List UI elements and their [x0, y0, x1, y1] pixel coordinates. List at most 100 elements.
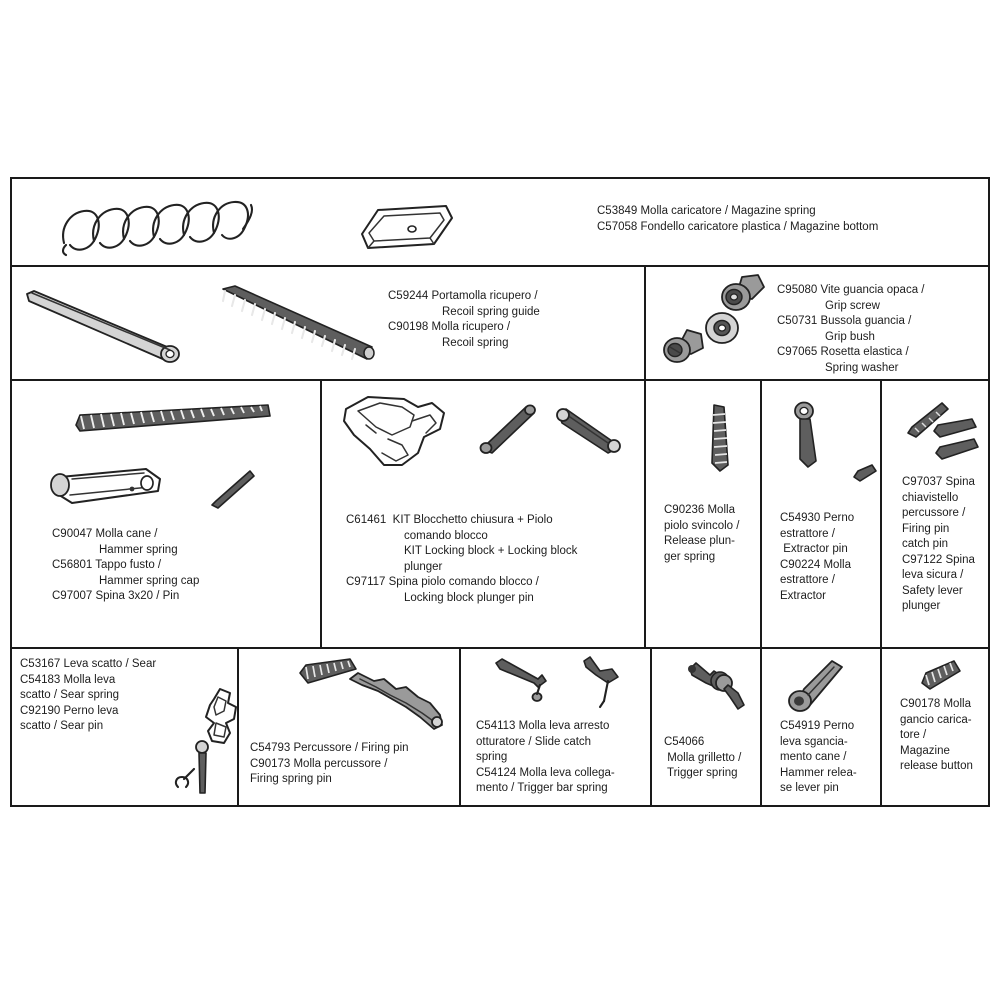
trigger-bar-spring — [583, 656, 619, 709]
table-vline-row4-c — [650, 647, 652, 805]
row3-firingcatch-caption-line-7: leva sicura / — [902, 569, 964, 581]
row4-hammerrelease-caption-line-5: se lever pin — [780, 782, 839, 794]
hammer-spring — [75, 404, 271, 432]
row3-block-caption-line-5: C97117 Spina piolo comando blocco / — [346, 576, 539, 588]
locking-block-plunger-pin — [556, 408, 621, 454]
magazine-spring-coil — [61, 200, 254, 257]
table-vline-row3-d — [880, 379, 882, 647]
extractor-pin — [794, 401, 817, 468]
row2-right-caption-line-4: Grip bush — [825, 330, 875, 343]
row4-firingpin-caption-line-2: C90173 Molla percussore / — [250, 757, 388, 770]
row4-magrelease-caption: C90178 Molla gancio carica- tore / Magaz… — [900, 697, 973, 775]
row4-firingpin-caption-line-1: C54793 Percussore / Firing pin — [250, 742, 409, 754]
row3-extractor-caption-line-3: Extractor pin — [780, 543, 848, 555]
grip-bush — [721, 274, 765, 311]
table-vline-row2-a — [644, 265, 646, 379]
row2-left-caption: C59244 Portamolla ricupero / Recoil spri… — [388, 289, 540, 351]
firing-pin-catch-pin — [907, 402, 949, 438]
row3-hammer-caption-line-3: C56801 Tappo fusto / — [52, 559, 162, 571]
release-plunger-spring — [711, 404, 729, 472]
row3-block-caption: C61461 KIT Blocchetto chiusura + Piolo c… — [346, 513, 577, 606]
row2-left-caption-line-1: C59244 Portamolla ricupero / — [388, 290, 538, 302]
trigger-spring — [688, 662, 745, 710]
row2-left-caption-line-2: Recoil spring guide — [442, 305, 540, 318]
table-vline-row3-a — [320, 379, 322, 647]
row4-trigger-caption-line-1: C54066 — [664, 736, 705, 748]
locking-block-plunger — [479, 404, 536, 454]
row2-left-caption-line-4: Recoil spring — [442, 336, 509, 349]
magazine-bottom-plate — [361, 205, 453, 249]
row4-hammerrelease-caption: C54919 Perno leva sgancia- mento cane / … — [780, 719, 857, 797]
row4-hammerrelease-caption-line-2: leva sgancia- — [780, 735, 848, 748]
row4-slidecatch-caption-line-1: C54113 Molla leva arresto — [476, 720, 610, 732]
row3-hammer-caption-line-1: C90047 Molla cane / — [52, 528, 158, 540]
table-vline-row4-a — [237, 647, 239, 805]
locking-block — [343, 396, 445, 466]
row4-slidecatch-caption-line-5: mento / Trigger bar spring — [476, 782, 608, 794]
row3-firingcatch-caption-line-5: catch pin — [902, 538, 949, 550]
row2-right-caption-line-3: C50731 Bussola guancia / — [777, 315, 912, 327]
row3-release-caption: C90236 Molla piolo svincolo / Release pl… — [664, 503, 739, 565]
row4-slidecatch-caption-line-3: spring — [476, 751, 508, 763]
row4-sear-caption-line-2: C54183 Molla leva — [20, 673, 116, 686]
row3-block-caption-line-3: KIT Locking block + Locking block — [404, 545, 578, 557]
firing-pin-spring — [299, 658, 357, 684]
row4-sear-caption: C53167 Leva scatto / Sear C54183 Molla l… — [20, 657, 156, 735]
recoil-spring-guide-rod — [26, 290, 180, 363]
table-vline-row4-b — [459, 647, 461, 805]
row2-right-caption-line-2: Grip screw — [825, 299, 880, 312]
row1-caption-line-1: C53849 Molla caricatore / Magazine sprin… — [597, 205, 816, 217]
slide-catch-spring — [495, 658, 547, 702]
row4-slidecatch-caption: C54113 Molla leva arresto otturatore / S… — [476, 719, 615, 797]
row3-hammer-caption: C90047 Molla cane / Hammer spring C56801… — [52, 527, 199, 605]
row3-release-caption-line-4: ger spring — [664, 550, 716, 563]
grip-screw — [663, 329, 704, 363]
row3-extractor-caption-line-2: estrattore / — [780, 527, 835, 540]
row4-magrelease-caption-line-3: tore / — [900, 729, 927, 741]
table-vline-row4-d — [760, 647, 762, 805]
row4-trigger-caption-line-3: Trigger spring — [664, 767, 738, 779]
firing-pin — [349, 672, 443, 730]
row3-extractor-caption-line-6: Extractor — [780, 589, 827, 602]
row2-right-caption-line-5: C97065 Rosetta elastica / — [777, 346, 909, 358]
row4-sear-caption-line-4: C92190 Perno leva — [20, 704, 119, 717]
row2-left-caption-line-3: C90198 Molla ricupero / — [388, 321, 511, 333]
row3-release-caption-line-2: piolo svincolo / — [664, 519, 740, 532]
row3-extractor-caption: C54930 Perno estrattore / Extractor pin … — [780, 511, 854, 604]
row4-magrelease-caption-line-4: Magazine — [900, 744, 950, 757]
row3-extractor-caption-line-4: C90224 Molla — [780, 558, 851, 571]
row4-trigger-caption-line-2: Molla grilletto / — [664, 751, 742, 764]
table-vline-row3-b — [644, 379, 646, 647]
safety-lever-plunger-a — [933, 418, 977, 438]
table-hline-3 — [12, 647, 988, 649]
row4-hammerrelease-caption-line-3: mento cane / — [780, 751, 847, 763]
row2-right-caption: C95080 Vite guancia opaca / Grip screw C… — [777, 283, 924, 376]
parts-table: C53849 Molla caricatore / Magazine sprin… — [10, 177, 990, 807]
row2-right-caption-line-6: Spring washer — [825, 361, 899, 374]
table-vline-row3-c — [760, 379, 762, 647]
row4-trigger-caption: C54066 Molla grilletto / Trigger spring — [664, 735, 741, 782]
row3-release-caption-line-3: Release plun- — [664, 535, 735, 547]
row4-hammerrelease-caption-line-1: C54919 Perno — [780, 720, 855, 732]
table-hline-1 — [12, 265, 988, 267]
spring-washer — [705, 312, 739, 344]
magazine-release-spring — [921, 660, 961, 690]
row3-firingcatch-caption-line-9: plunger — [902, 600, 941, 612]
row3-firingcatch-caption-line-4: Firing pin — [902, 522, 950, 535]
row1-caption: C53849 Molla caricatore / Magazine sprin… — [597, 204, 878, 235]
row4-sear-caption-line-1: C53167 Leva scatto / Sear — [20, 658, 157, 670]
row3-block-caption-line-6: Locking block plunger pin — [404, 591, 534, 604]
row3-block-caption-line-1: C61461 KIT Blocchetto chiusura + Piolo — [346, 514, 553, 526]
row4-sear-caption-line-5: scatto / Sear pin — [20, 720, 104, 732]
row1-caption-line-2: C57058 Fondello caricatore plastica / Ma… — [597, 220, 879, 233]
table-hline-2 — [12, 379, 988, 381]
row3-hammer-caption-line-4: Hammer spring cap — [99, 574, 200, 587]
row3-firingcatch-caption-line-8: Safety lever — [902, 584, 963, 597]
row3-firingcatch-caption-line-3: percussore / — [902, 507, 966, 519]
row3-firingcatch-caption-line-1: C97037 Spina — [902, 476, 975, 488]
row4-magrelease-caption-line-2: gancio carica- — [900, 713, 972, 726]
recoil-spring — [221, 285, 375, 361]
extractor-spring — [853, 464, 877, 482]
sear — [205, 688, 237, 744]
table-vline-row4-e — [880, 647, 882, 805]
